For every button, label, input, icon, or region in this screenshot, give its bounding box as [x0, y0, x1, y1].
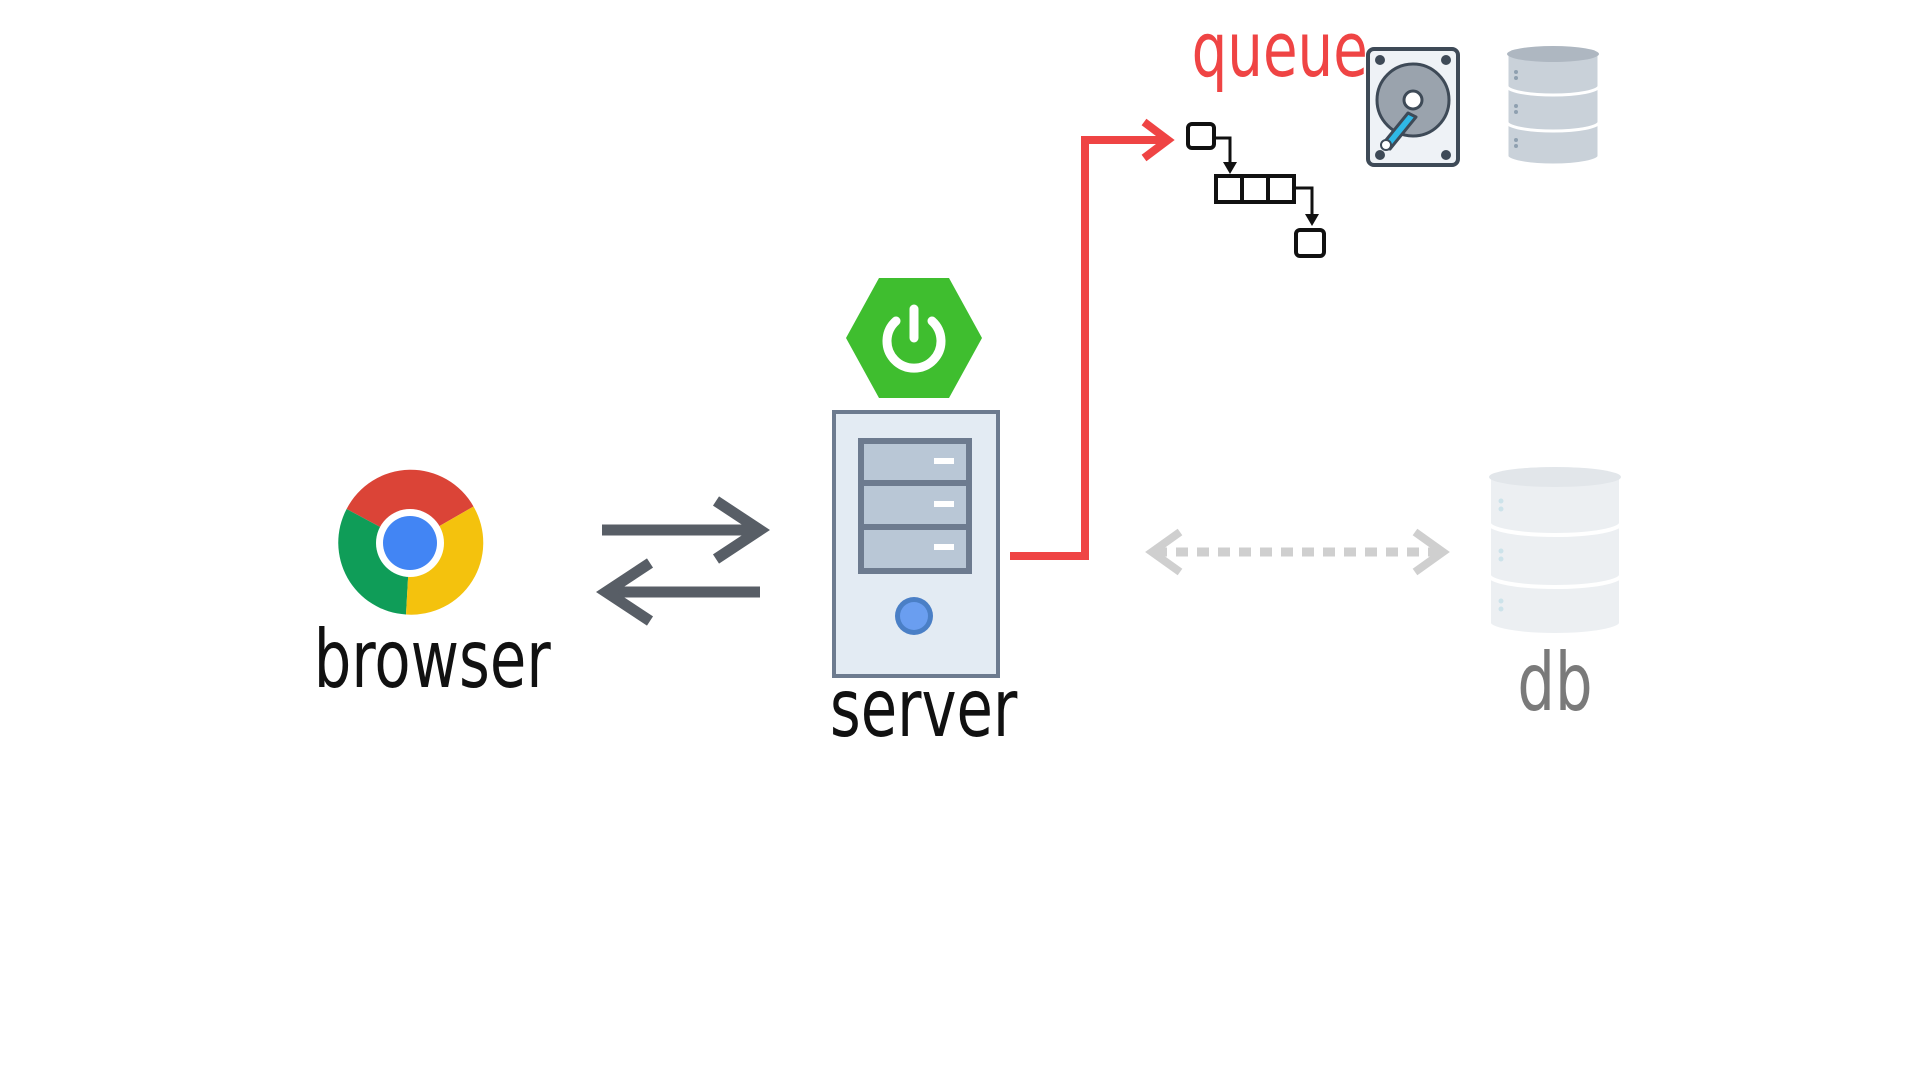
queue-label: queue: [1191, 5, 1368, 94]
chrome-logo-icon: [338, 469, 484, 615]
server-tower-icon: [832, 410, 1000, 678]
server-db-dotted-arrow: [1145, 528, 1450, 576]
queue-flow-icon: [1186, 122, 1326, 258]
spring-boot-power-icon: [846, 278, 982, 398]
server-label: server: [829, 662, 1018, 755]
browser-server-arrows: [596, 496, 770, 626]
server-to-queue-arrow: [1010, 118, 1175, 560]
hard-disk-icon: [1366, 47, 1460, 167]
queue-storage-db-icon: [1505, 44, 1601, 167]
browser-label: browser: [313, 613, 551, 706]
db-label: db: [1517, 636, 1593, 729]
database-cylinder-icon: [1487, 463, 1623, 637]
